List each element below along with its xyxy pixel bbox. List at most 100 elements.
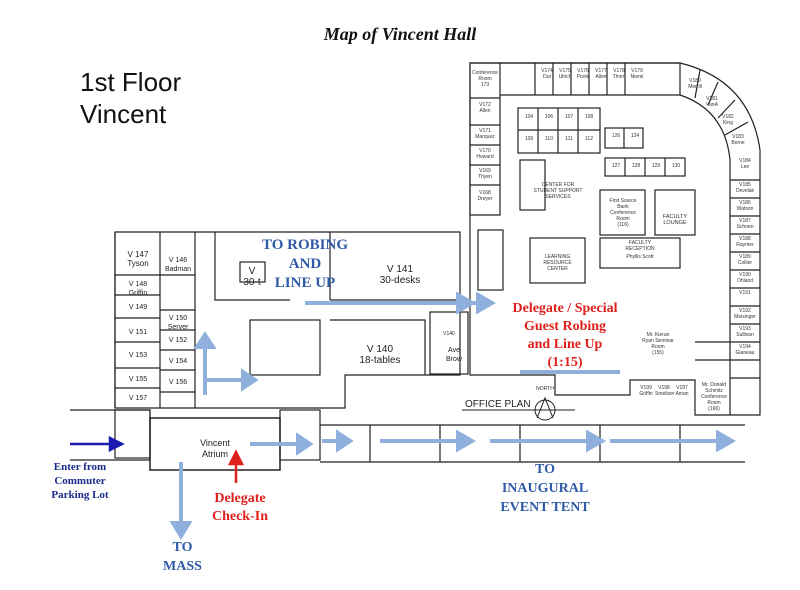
office-v197-line2: Aman xyxy=(675,391,689,397)
room-number-127: 127 xyxy=(611,163,621,169)
map-title: Map of Vincent Hall xyxy=(323,24,477,44)
checkin-line1: Delegate xyxy=(214,491,266,506)
atrium-outline xyxy=(149,417,281,471)
delegate-checkin-label: Delegate Check-In xyxy=(200,490,280,526)
center-line2: STUDENT SUPPORT xyxy=(533,188,583,194)
office-v189-line2: Collier xyxy=(737,260,753,266)
room-v150-num: V 150 xyxy=(168,315,188,322)
room-number-106: 106 xyxy=(544,114,554,120)
office-v176-line1: V176 xyxy=(577,68,589,74)
room-v140-name: 18-tables xyxy=(359,355,401,366)
to-robing-line1: TO ROBING xyxy=(262,237,348,253)
office-v180-line2: Merrill xyxy=(688,84,702,90)
room-v154: V 154 xyxy=(168,358,188,365)
room-v156: V 156 xyxy=(168,379,188,386)
room-number-129: 129 xyxy=(651,163,661,169)
office-v182-line2: King xyxy=(722,120,733,126)
room-v153: V 153 xyxy=(128,352,148,359)
sc-2: Schmitz xyxy=(705,388,723,394)
room-v147-num: V 147 xyxy=(127,250,149,259)
room-number-111: 111 xyxy=(565,136,573,142)
office-left-col-6-line1: V168 xyxy=(479,190,491,196)
lrc-line1: LEARNING xyxy=(544,254,571,260)
office-left-col-3-line2: Marquez xyxy=(475,134,495,140)
floor-label: 1st Floor Vincent xyxy=(80,66,181,130)
room-v147-name: Tyson xyxy=(127,259,149,268)
office-v175-line2: Ulrich xyxy=(558,74,572,80)
office-v179-line1: V179 xyxy=(631,68,643,74)
right-wing-outline xyxy=(469,62,761,416)
enter-line1: Enter from xyxy=(53,461,107,473)
room-number-112: 112 xyxy=(585,136,593,142)
room-v148-num: V 148 xyxy=(128,281,148,288)
sc-4: Room xyxy=(707,400,721,406)
fs-1: First Source xyxy=(609,198,637,204)
room-v-left-name: 30-t xyxy=(243,277,261,288)
office-v192-line2: Meisinger xyxy=(734,314,756,320)
office-v174-line1: V174 xyxy=(541,68,553,74)
to-tent-line1: TO xyxy=(535,462,555,477)
delegate-robing-line1: Delegate / Special xyxy=(512,301,618,316)
office-plan-label: OFFICE PLAN xyxy=(465,399,531,410)
room-number-126: 126 xyxy=(611,133,621,139)
route-arrows xyxy=(169,291,737,540)
office-left-col-3-line1: V171 xyxy=(479,128,491,134)
lrc-line3: CENTER xyxy=(547,266,568,272)
room-v141-num: V 141 xyxy=(386,264,414,275)
room-v140-num: V 140 xyxy=(366,344,394,355)
office-v181-line1: V181 xyxy=(706,96,718,102)
office-v177-line1: V177 xyxy=(595,68,607,74)
room-v152: V 152 xyxy=(168,337,188,344)
to-mass-label: TO MASS xyxy=(150,538,215,576)
office-v190-line1: V190 xyxy=(739,272,751,278)
office-v198-line2: Smeltzer xyxy=(655,391,675,397)
to-mass-line2: MASS xyxy=(163,559,202,574)
room-ave-brow-2: Brow xyxy=(446,356,462,363)
room-number-130: 130 xyxy=(671,163,681,169)
to-tent-line3: EVENT TENT xyxy=(500,500,590,515)
floor-label-line1: 1st Floor xyxy=(80,67,182,97)
office-left-col-2-line2: Allen xyxy=(479,108,491,114)
office-v175-line1: V175 xyxy=(559,68,571,74)
office-v187-line2: Schoen xyxy=(736,224,754,230)
atrium-line1: Vincent xyxy=(200,438,230,448)
kr-3: Room xyxy=(651,344,665,350)
office-v185-line1: V185 xyxy=(739,182,751,188)
office-v185-line2: Develak xyxy=(735,188,755,194)
room-v140-small: V140 xyxy=(443,331,455,337)
office-v199-line2: Griffin xyxy=(639,391,653,397)
sc-5: (166) xyxy=(708,406,720,412)
office-v178-line1: V178 xyxy=(613,68,625,74)
lounge-line2: LOUNGE xyxy=(663,220,687,226)
room-v151: V 151 xyxy=(128,329,148,336)
checkin-line2: Check-In xyxy=(211,509,268,524)
fs-4: Room xyxy=(616,216,630,222)
fs-5: (116) xyxy=(617,222,629,228)
office-v183-line2: Borne xyxy=(731,140,745,146)
room-v-left-num: V xyxy=(248,266,256,277)
room-number-124: 124 xyxy=(630,133,640,139)
office-v193-line2: Sullivan xyxy=(736,332,754,338)
office-v194-line2: Gianeau xyxy=(735,350,755,356)
office-v180-line1: V180 xyxy=(689,78,701,84)
